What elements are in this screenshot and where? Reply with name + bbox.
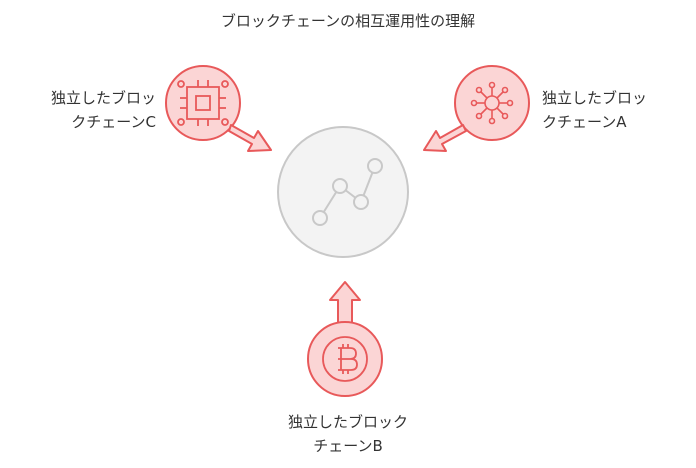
diagram-title: ブロックチェーンの相互運用性の理解 (220, 12, 476, 30)
chain-a-label-line1: 独立したブロッ (542, 89, 648, 107)
chain-a-node (423, 65, 530, 152)
hub-node (277, 126, 409, 258)
bitcoin-icon (322, 336, 368, 382)
chain-b-label-line1: 独立したブロック (287, 413, 408, 431)
line-chart-icon (312, 158, 383, 226)
arrow-a-to-hub (423, 124, 467, 152)
chain-b-node (307, 281, 383, 397)
chain-c-label-line2: クチェーンC (71, 113, 156, 131)
chain-a-label-line2: クチェーンA (542, 113, 627, 131)
chain-c-label-line1: 独立したブロッ (50, 89, 156, 107)
arrow-b-to-hub (329, 281, 361, 327)
chain-b-label: 独立したブロック チェーンB (248, 410, 448, 458)
network-icon (470, 81, 514, 125)
chip-icon (177, 80, 229, 126)
chain-b-label-line2: チェーンB (313, 437, 383, 455)
arrow-c-to-hub (228, 124, 272, 152)
chain-a-label: 独立したブロッ クチェーンA (542, 86, 682, 134)
chain-c-node (165, 65, 272, 152)
chain-c-label: 独立したブロッ クチェーンC (14, 86, 156, 134)
